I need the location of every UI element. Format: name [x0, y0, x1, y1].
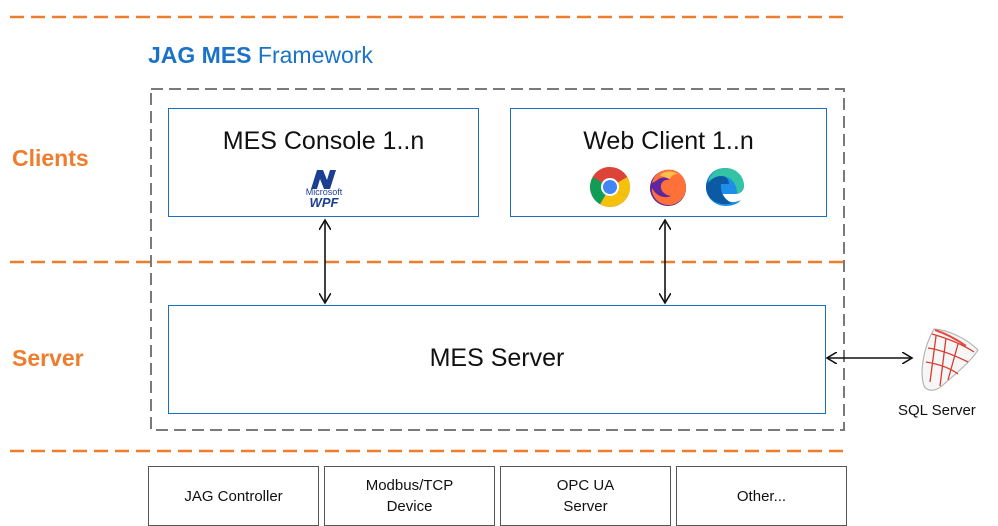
device-label: OPC UA Server [556, 477, 615, 515]
framework-title-strong: JAG MES [148, 42, 252, 68]
wpf-logo: Microsoft WPF [299, 167, 349, 209]
clients-section-label: Clients [12, 145, 89, 171]
wpf-logo-top: Microsoft [305, 187, 343, 197]
mes-console-box: MES Console 1..n Microsoft WPF [168, 108, 479, 217]
device-box-other: Other... [676, 466, 847, 526]
device-box-opc-ua: OPC UA Server [500, 466, 671, 526]
chrome-icon [590, 167, 630, 207]
firefox-icon [650, 169, 687, 206]
server-section-label: Server [12, 345, 84, 371]
device-box-jag-controller: JAG Controller [148, 466, 319, 526]
wpf-n-icon [311, 170, 336, 189]
sql-server-icon [921, 328, 979, 391]
device-label: JAG Controller [184, 487, 283, 505]
mes-server-title: MES Server [429, 344, 565, 372]
device-label: Other... [736, 487, 787, 505]
mes-console-title: MES Console 1..n [222, 127, 425, 155]
sql-server-label: SQL Server [898, 402, 976, 419]
web-client-box: Web Client 1..n [510, 108, 827, 217]
device-box-modbus: Modbus/TCP Device [324, 466, 495, 526]
device-label: Modbus/TCP Device [365, 477, 454, 515]
mes-server-box: MES Server [168, 305, 826, 414]
framework-title-rest: Framework [251, 42, 373, 68]
wpf-logo-bottom: WPF [309, 195, 339, 210]
framework-boundary [150, 88, 845, 431]
edge-icon [706, 168, 744, 206]
web-client-title: Web Client 1..n [583, 127, 754, 155]
framework-title: JAG MES Framework [148, 42, 373, 69]
